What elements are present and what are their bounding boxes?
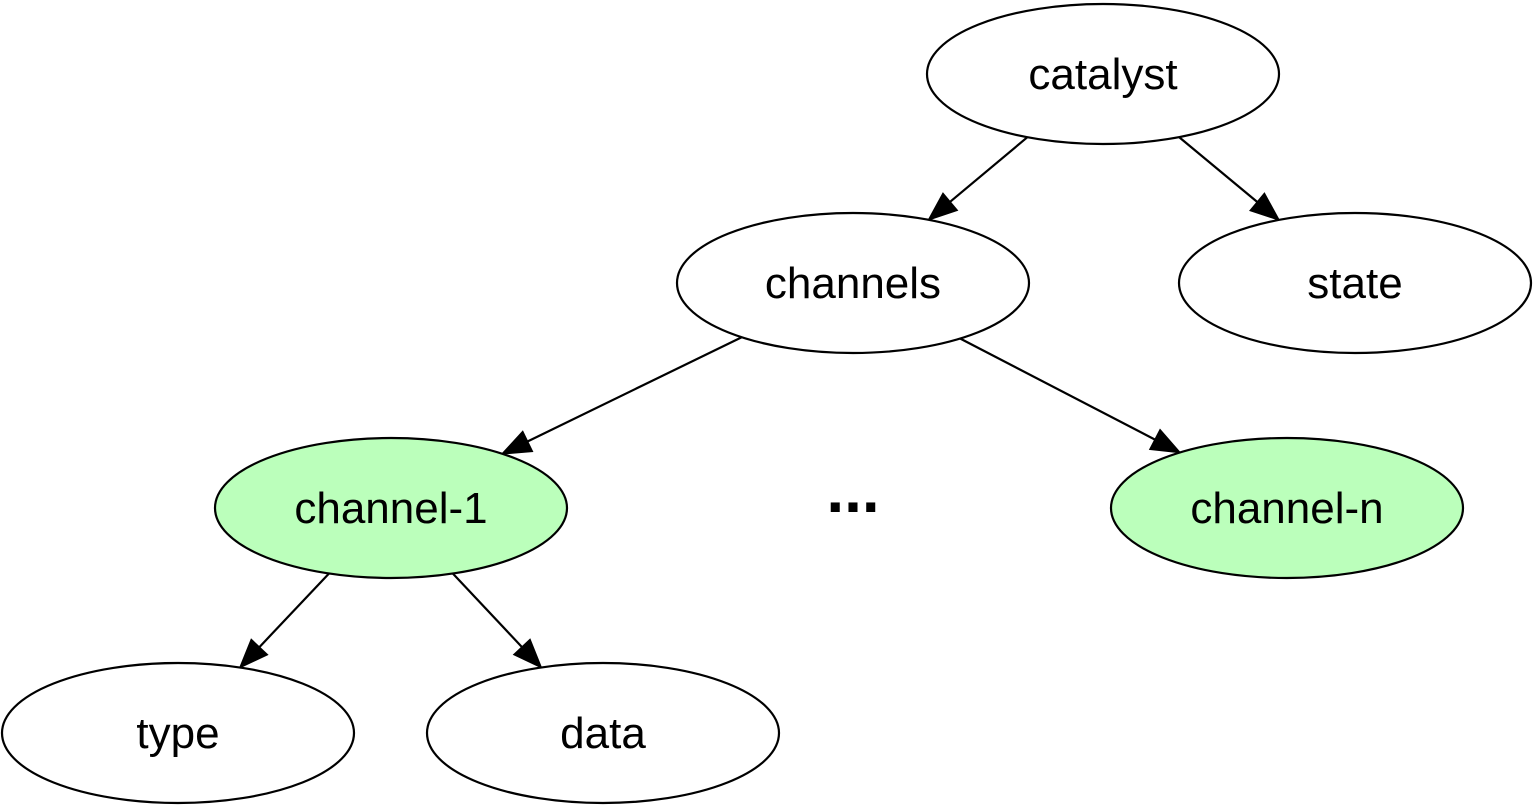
- arrowhead: [1249, 192, 1281, 222]
- node-type: type: [0, 661, 356, 805]
- node-ellipse: [1109, 436, 1465, 580]
- node-ellipse: [925, 2, 1281, 146]
- node-channel-1: channel-1: [213, 436, 569, 580]
- ellipsis-label: ...: [826, 454, 879, 526]
- arrowhead: [512, 638, 543, 669]
- arrowhead: [500, 430, 534, 455]
- edge-line: [1178, 136, 1259, 203]
- edge-line: [959, 337, 1156, 441]
- edge-catalyst-to-state: [1178, 136, 1281, 222]
- edge-channels-to-channel-n: [959, 337, 1182, 454]
- node-catalyst: catalyst: [925, 2, 1281, 146]
- node-label: catalyst: [1028, 50, 1177, 99]
- edges-layer: [238, 136, 1281, 669]
- edge-line: [949, 136, 1029, 203]
- node-ellipse: [425, 661, 781, 805]
- node-ellipse: [0, 661, 356, 805]
- node-channels: channels: [675, 211, 1031, 355]
- arrowhead: [927, 192, 959, 222]
- node-ellipse: [675, 211, 1031, 355]
- edge-catalyst-to-channels: [927, 136, 1029, 222]
- node-label: channels: [765, 259, 941, 308]
- edge-channels-to-channel-1: [500, 336, 743, 455]
- node-label: type: [136, 709, 219, 758]
- node-channel-n: channel-n: [1109, 436, 1465, 580]
- node-label: channel-1: [294, 484, 487, 533]
- node-label: state: [1307, 259, 1402, 308]
- node-data: data: [425, 661, 781, 805]
- edge-line: [527, 336, 743, 443]
- edge-line: [258, 572, 330, 648]
- arrowhead: [1148, 428, 1182, 454]
- node-label: data: [560, 709, 646, 758]
- node-state: state: [1177, 211, 1533, 355]
- node-ellipse: [1177, 211, 1533, 355]
- arrowhead: [238, 638, 269, 669]
- edge-line: [451, 572, 523, 648]
- edge-channel-1-to-type: [238, 572, 330, 669]
- edge-channel-1-to-data: [451, 572, 543, 669]
- node-label: channel-n: [1190, 484, 1383, 533]
- node-ellipse: [213, 436, 569, 580]
